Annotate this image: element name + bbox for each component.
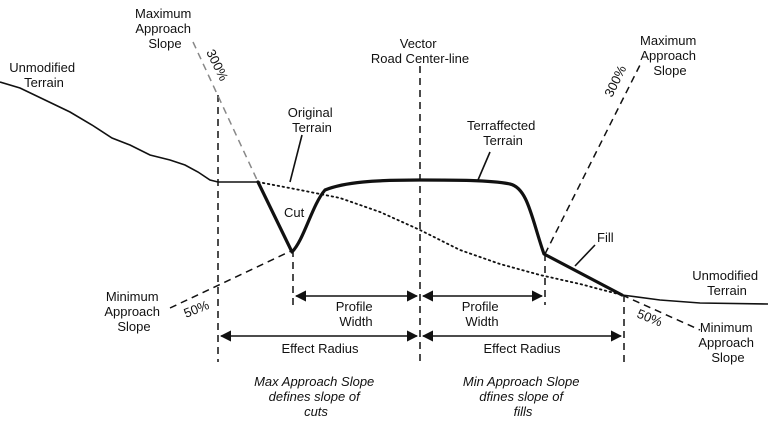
caption-left: Max Approach Slope defines slope of cuts bbox=[254, 374, 378, 419]
unmodified-right-label: Unmodified Terrain bbox=[692, 268, 761, 298]
original-terrain-leader bbox=[289, 134, 303, 183]
fill-leader bbox=[574, 244, 596, 267]
max-approach-left-label: Maximum Approach Slope bbox=[135, 6, 195, 51]
terraffected-label: Terraffected Terrain bbox=[467, 118, 539, 148]
effect-radius-left-label: Effect Radius bbox=[281, 341, 359, 356]
centerline-label: Vector Road Center-line bbox=[371, 36, 469, 66]
pct-50-right-label: 50% bbox=[635, 306, 665, 330]
fill-label: Fill bbox=[597, 230, 614, 245]
max-slope-right-line bbox=[544, 64, 641, 255]
max-approach-right-label: Maximum Approach Slope bbox=[640, 33, 700, 78]
min-slope-left-line bbox=[169, 249, 294, 309]
max-slope-left-line bbox=[192, 41, 259, 183]
unmodified-terrain-right-line bbox=[621, 294, 769, 305]
original-terrain-line bbox=[257, 181, 623, 296]
profile-width-left-label: Profile Width bbox=[336, 299, 376, 329]
cut-label: Cut bbox=[284, 205, 305, 220]
original-terrain-label: Original Terrain bbox=[288, 105, 336, 135]
min-approach-left-label: Minimum Approach Slope bbox=[104, 289, 163, 334]
unmodified-left-label: Unmodified Terrain bbox=[9, 60, 78, 90]
profile-width-right-label: Profile Width bbox=[462, 299, 502, 329]
effect-radius-right-label: Effect Radius bbox=[483, 341, 561, 356]
terraffected-terrain-line bbox=[256, 178, 624, 297]
min-slope-right-line bbox=[621, 294, 701, 331]
caption-right: Min Approach Slope dfines slope of fills bbox=[463, 374, 583, 419]
unmodified-terrain-left-line bbox=[0, 81, 258, 183]
min-approach-right-label: Minimum Approach Slope bbox=[698, 320, 757, 365]
pct-300-left-label: 300% bbox=[203, 47, 231, 84]
terraffected-leader bbox=[477, 151, 491, 181]
pct-300-right-label: 300% bbox=[601, 62, 629, 99]
